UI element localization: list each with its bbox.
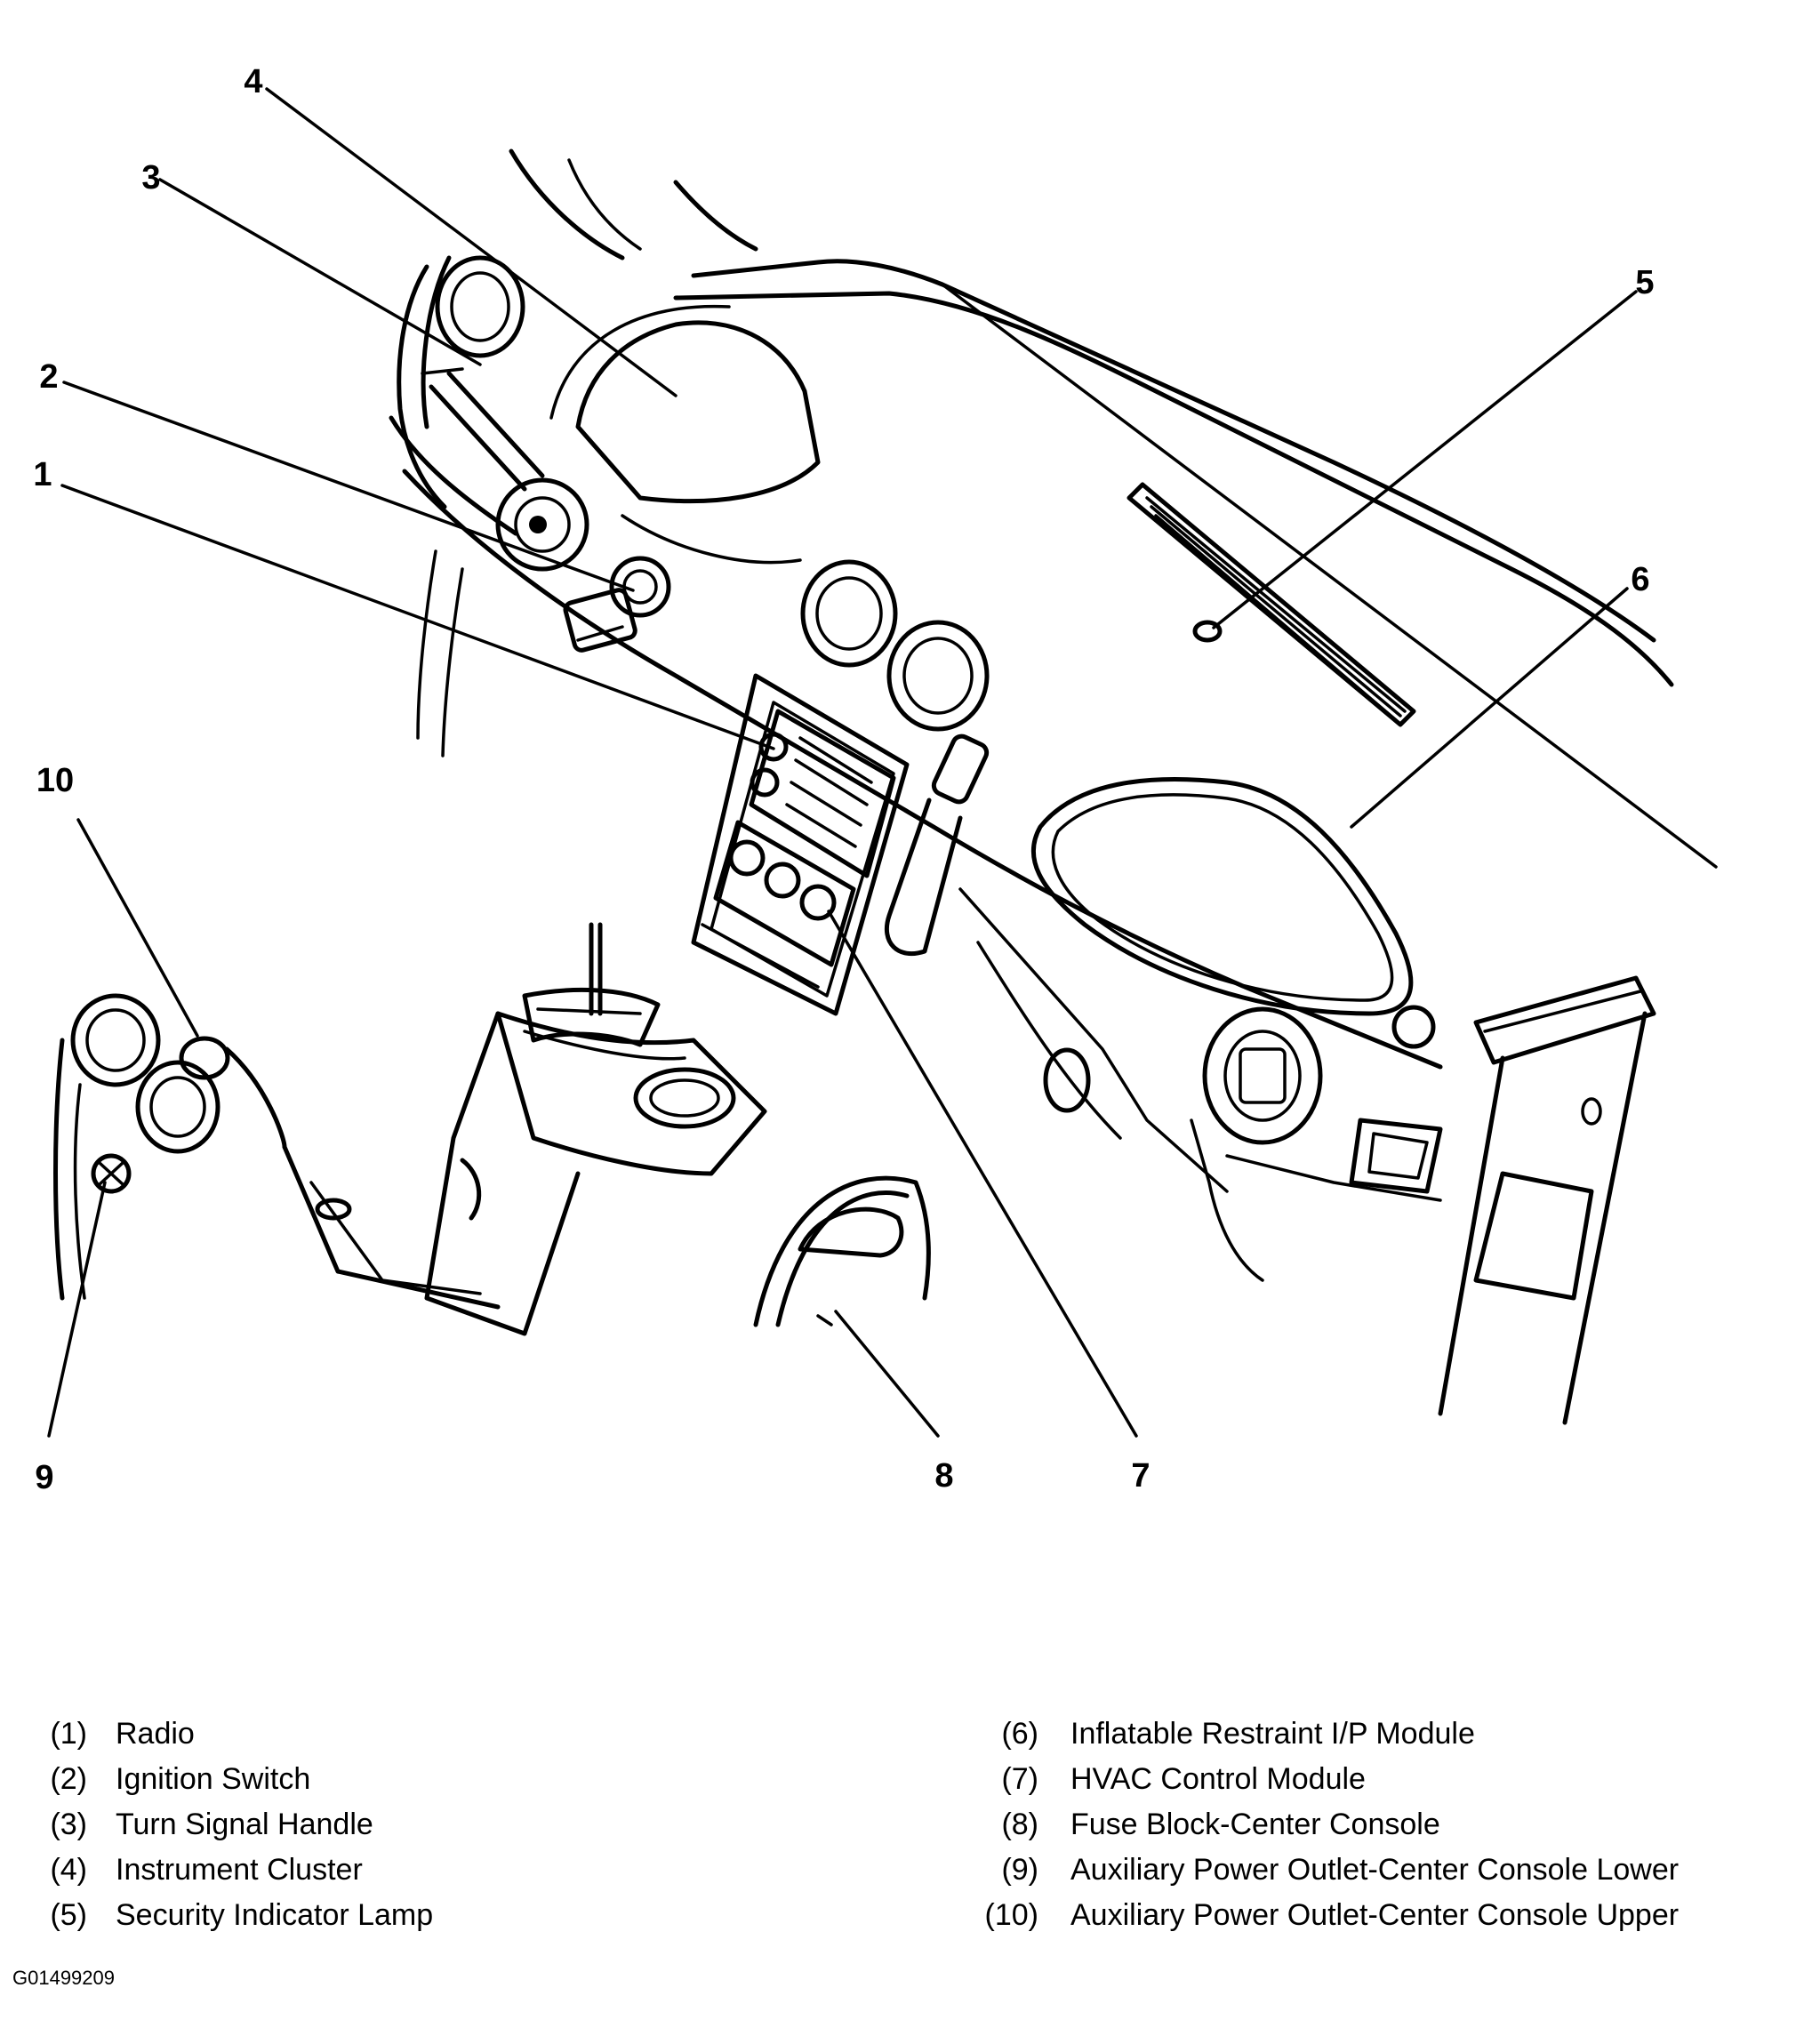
legend-label: Turn Signal Handle [116, 1808, 373, 1841]
legend-item-8: (8) Fuse Block-Center Console [969, 1802, 1679, 1848]
legend-number: (10) [984, 1898, 1038, 1932]
right-dash-end [1349, 975, 1656, 1425]
legend-right-column: (6) Inflatable Restraint I/P Module (7) … [969, 1711, 1680, 1938]
left-air-vent [435, 255, 525, 358]
dashboard-outline [389, 148, 1718, 1070]
legend-label: HVAC Control Module [1070, 1762, 1366, 1796]
callout-4: 4 [244, 63, 262, 100]
legend-item-1: (1) Radio [41, 1711, 433, 1757]
legend-item-2: (2) Ignition Switch [41, 1757, 433, 1802]
turn-signal-handle [421, 367, 545, 492]
instrument-cluster [549, 304, 821, 565]
legend-number: (1) [50, 1717, 87, 1751]
callout-6: 6 [1631, 561, 1649, 598]
callout-9: 9 [35, 1459, 53, 1496]
legend-number: (9) [1001, 1853, 1038, 1887]
security-indicator-lamp [1192, 620, 1223, 643]
inflatable-restraint-module [1030, 777, 1414, 1016]
legend-item-10: (10) Auxiliary Power Outlet-Center Conso… [969, 1893, 1680, 1938]
legend-number: (6) [1001, 1717, 1038, 1751]
legend-label: Ignition Switch [116, 1762, 311, 1796]
legend-number: (5) [50, 1898, 87, 1932]
shifter [522, 922, 661, 1047]
legend-label: Auxiliary Power Outlet-Center Console Lo… [1070, 1853, 1680, 1887]
instrument-panel-illustration: 1 2 3 4 5 6 7 8 9 10 [33, 63, 1718, 1496]
legend-number: (8) [1001, 1808, 1038, 1841]
leader-lines [47, 87, 1638, 1438]
fuse-block [753, 1175, 931, 1327]
aux-power-outlet-upper [70, 993, 230, 1154]
legend-item-7: (7) HVAC Control Module [969, 1757, 1679, 1802]
callout-8: 8 [934, 1457, 953, 1495]
legend-number: (4) [50, 1853, 87, 1887]
legend-label: Auxiliary Power Outlet-Center Console Up… [1070, 1898, 1680, 1932]
legend-label: Inflatable Restraint I/P Module [1070, 1717, 1475, 1751]
ignition-switch [495, 477, 589, 572]
hvac-control-module [701, 820, 856, 989]
callout-numbers: 1 2 3 4 5 6 7 8 9 10 [33, 63, 1654, 1496]
legend-label: Radio [116, 1717, 195, 1751]
legend-left-column: (1) Radio (2) Ignition Switch (3) Turn S… [41, 1711, 433, 1938]
console-end-panel [53, 1038, 287, 1301]
legend-label: Instrument Cluster [116, 1853, 363, 1887]
right-air-vent [1202, 1006, 1323, 1145]
figure-code: G01499209 [12, 1967, 115, 1989]
lower-dash-panel [958, 887, 1442, 1282]
legend-label: Fuse Block-Center Console [1070, 1808, 1440, 1841]
legend-item-5: (5) Security Indicator Lamp [41, 1893, 433, 1938]
callout-1: 1 [33, 456, 52, 493]
callout-10: 10 [36, 762, 74, 799]
legend-item-6: (6) Inflatable Restraint I/P Module [969, 1711, 1679, 1757]
center-console [282, 1011, 767, 1336]
callout-3: 3 [141, 159, 160, 196]
callout-7: 7 [1131, 1457, 1150, 1495]
legend-number: (7) [1001, 1762, 1038, 1796]
legend-item-9: (9) Auxiliary Power Outlet-Center Consol… [969, 1848, 1679, 1893]
callout-2: 2 [39, 358, 58, 396]
legend-item-4: (4) Instrument Cluster [41, 1848, 433, 1893]
center-air-vents [800, 559, 990, 732]
dash-bracket [884, 733, 990, 957]
legend-item-3: (3) Turn Signal Handle [41, 1802, 433, 1848]
legend-number: (3) [50, 1808, 87, 1841]
aux-power-outlet-lower [91, 1153, 132, 1194]
callout-5: 5 [1635, 264, 1654, 301]
defrost-grille [1126, 482, 1416, 727]
legend-number: (2) [50, 1762, 87, 1796]
radio [749, 709, 896, 878]
legend-label: Security Indicator Lamp [116, 1898, 434, 1932]
switch-cluster [563, 556, 671, 653]
